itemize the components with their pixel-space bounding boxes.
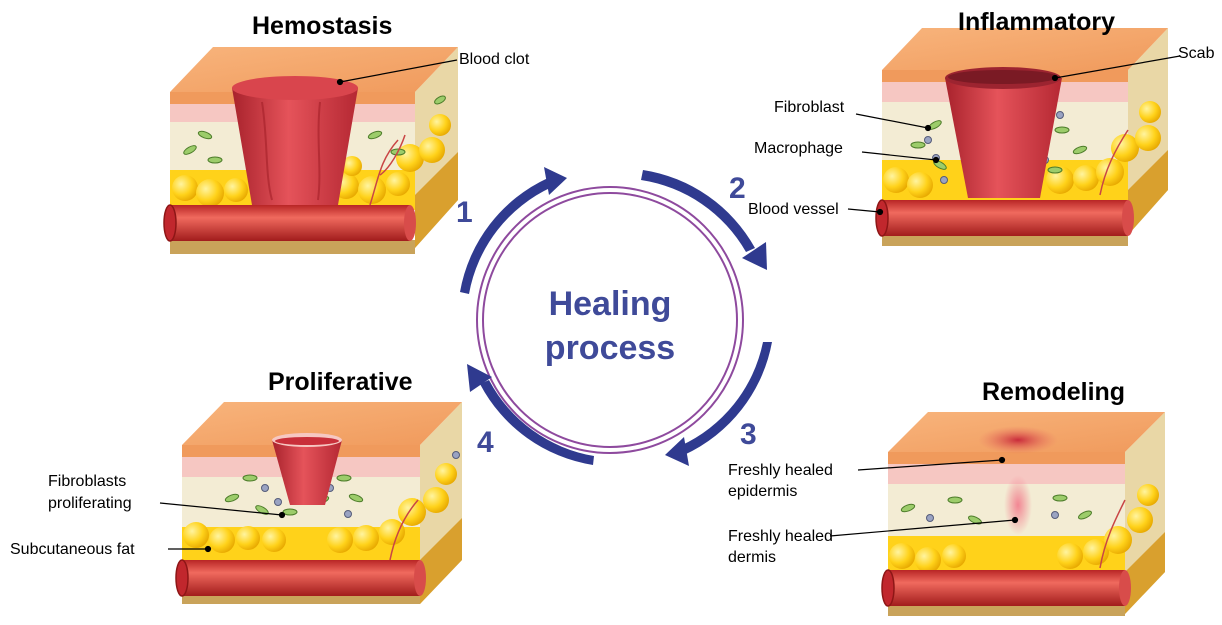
label-blood-vessel: Blood vessel: [748, 200, 839, 220]
stage-number-1: 1: [456, 196, 473, 230]
label-fibroblast: Fibroblast: [774, 98, 844, 118]
center-title: Healing process: [500, 282, 720, 370]
stage-title-hemostasis: Hemostasis: [252, 12, 392, 41]
label-freshly-healed-dermis-line-1: Freshly healed: [728, 527, 833, 547]
stage-number-2: 2: [729, 172, 746, 206]
label-freshly-healed-epidermis-line-1: Freshly healed: [728, 461, 833, 481]
center-title-line-2: process: [500, 326, 720, 370]
remodeling-skin-block: [882, 412, 1165, 616]
stage-title-remodeling: Remodeling: [982, 378, 1125, 407]
arrow-4: [480, 380, 594, 465]
arrow-1-head: [544, 167, 567, 195]
hemostasis-skin-block: [164, 47, 458, 254]
label-scab: Scab: [1178, 44, 1214, 64]
stage-title-inflammatory: Inflammatory: [958, 8, 1115, 37]
label-subcutaneous-fat: Subcutaneous fat: [10, 540, 135, 560]
label-macrophage: Macrophage: [754, 139, 843, 159]
stage-title-proliferative: Proliferative: [268, 368, 413, 397]
label-blood-clot: Blood clot: [459, 50, 529, 70]
label-freshly-healed-dermis-line-2: dermis: [728, 548, 776, 568]
inflammatory-skin-block: [876, 28, 1168, 246]
arrow-3-head: [665, 437, 689, 466]
stage-number-3: 3: [740, 418, 757, 452]
proliferative-skin-block: [176, 402, 462, 604]
label-fibroblasts-proliferating-line-2: proliferating: [48, 494, 132, 514]
label-fibroblasts-proliferating-line-1: Fibroblasts: [48, 472, 126, 492]
stage-number-4: 4: [477, 426, 494, 460]
center-title-line-1: Healing: [500, 282, 720, 326]
label-freshly-healed-epidermis-line-2: epidermis: [728, 482, 797, 502]
